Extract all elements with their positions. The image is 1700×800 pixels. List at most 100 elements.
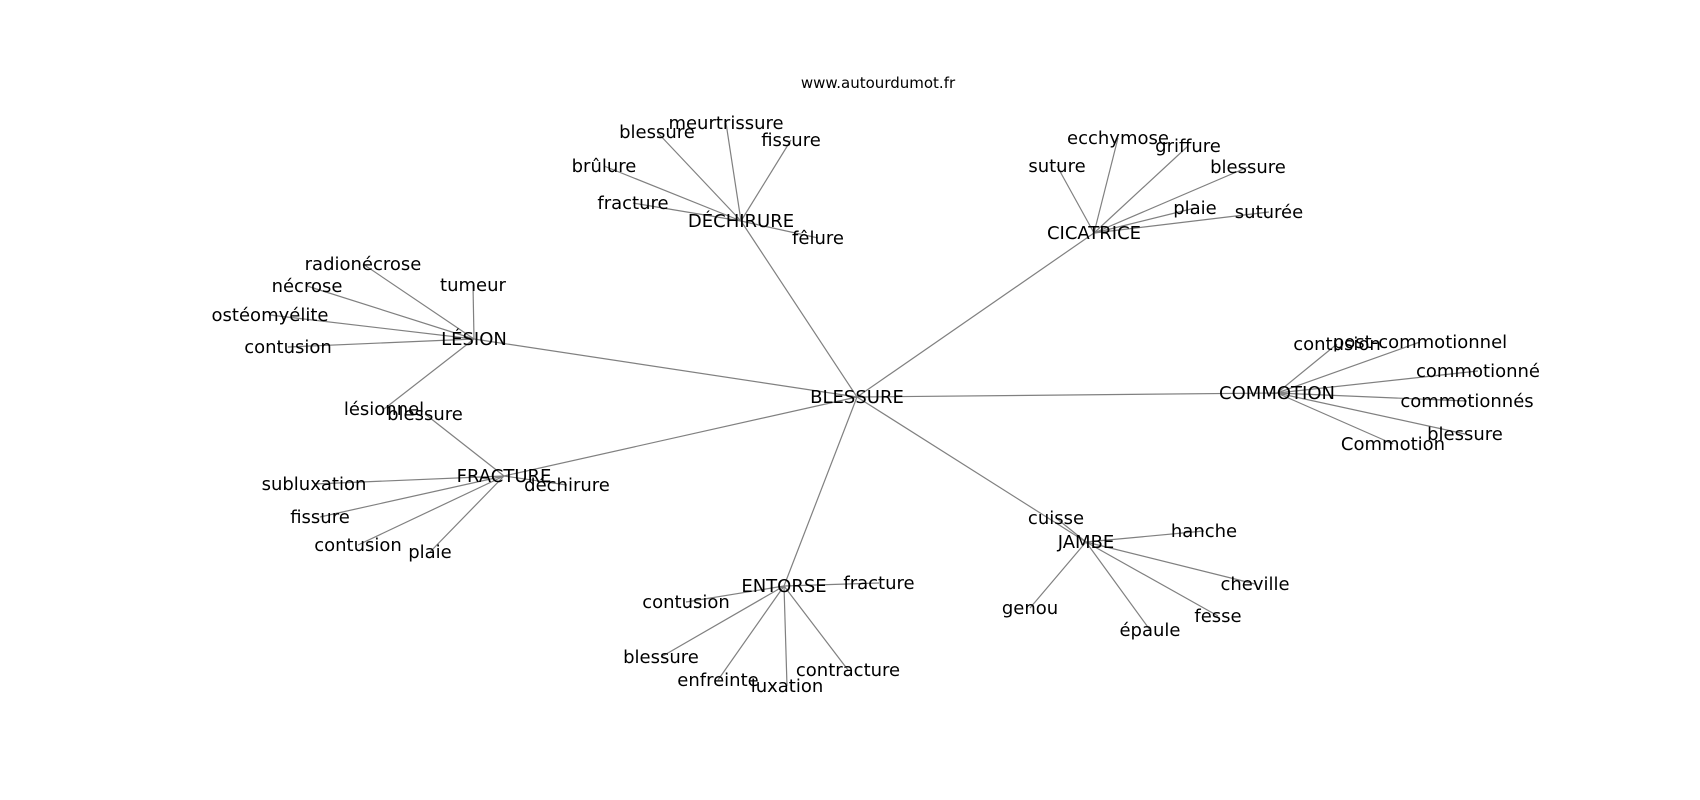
word-node: enfreinte	[677, 670, 758, 691]
hub-node: DÉCHIRURE	[688, 210, 794, 232]
edge-hub-to-word	[725, 122, 742, 222]
word-node: hanche	[1171, 521, 1237, 542]
word-node: fissure	[761, 130, 821, 151]
edge-hub-to-word	[1276, 392, 1468, 402]
edge-hub-to-word	[1029, 541, 1087, 609]
graph-edges	[269, 122, 1479, 687]
word-node: radionécrose	[305, 254, 422, 275]
word-node: nécrose	[272, 276, 343, 297]
edge-hub-to-word	[306, 285, 475, 340]
hub-node: FRACTURE	[457, 466, 552, 487]
word-node: plaie	[408, 542, 452, 563]
edge-hub-to-word	[287, 338, 475, 348]
edge-hub-to-word	[383, 338, 475, 410]
word-node: fêlure	[792, 228, 844, 249]
edge-hub-to-word	[1093, 207, 1196, 234]
edge-hub-to-word	[783, 585, 849, 671]
edge-hub-to-word	[424, 413, 505, 477]
edge-hub-to-word	[660, 585, 785, 658]
edge-hub-to-word	[1085, 541, 1256, 585]
edge-hub-to-word	[1085, 541, 1151, 631]
edge-hub-to-word	[472, 284, 475, 340]
word-node: suturée	[1235, 202, 1303, 223]
word-node: fracture	[843, 573, 914, 594]
word-node: luxation	[751, 676, 824, 697]
hub-node: COMMOTION	[1219, 383, 1335, 404]
word-node: plaie	[1173, 198, 1217, 219]
edge-hub-to-word	[1093, 145, 1189, 234]
edge-hub-to-word	[632, 202, 742, 222]
edge-center-to-hub	[473, 338, 858, 398]
word-node: ostéomyélite	[212, 305, 329, 326]
edge-hub-to-word	[1276, 341, 1421, 394]
edge-hub-to-word	[1093, 137, 1119, 234]
word-node: tumeur	[440, 275, 506, 296]
edge-hub-to-word	[656, 131, 742, 222]
edge-hub-to-word	[429, 475, 505, 553]
word-node: fissure	[290, 507, 350, 528]
word-node: suture	[1028, 156, 1085, 177]
edge-center-to-hub	[856, 232, 1095, 398]
word-node: lésionnel	[344, 399, 424, 420]
edge-center-to-hub	[856, 396, 1087, 543]
edge-hub-to-word	[319, 475, 505, 518]
edge-hub-to-word	[1056, 165, 1095, 234]
word-node: subluxation	[262, 474, 367, 495]
word-node: meurtrissure	[668, 113, 783, 134]
word-node: blessure	[619, 122, 695, 143]
hub-node: ENTORSE	[741, 576, 826, 597]
edge-hub-to-word	[1085, 541, 1219, 617]
source-url: www.autourdumot.fr	[801, 74, 956, 92]
hub-node: CICATRICE	[1047, 223, 1141, 244]
edge-center-to-hub	[856, 392, 1278, 398]
word-node: contusion	[314, 535, 402, 556]
edge-hub-to-word	[740, 139, 792, 222]
hub-node: JAMBE	[1057, 532, 1115, 553]
edge-hub-to-word	[1276, 343, 1338, 394]
edge-hub-to-word	[783, 585, 788, 687]
word-node: déchirure	[524, 475, 610, 496]
word-node: griffure	[1155, 136, 1221, 157]
word-node: genou	[1002, 598, 1058, 619]
edge-center-to-hub	[740, 220, 858, 398]
edge-hub-to-word	[1093, 211, 1270, 234]
edge-hub-to-word	[1276, 370, 1479, 394]
word-node: contusion	[244, 337, 332, 358]
edge-hub-to-word	[1085, 530, 1205, 543]
edge-hub-to-word	[717, 585, 785, 681]
edge-hub-to-word	[362, 263, 475, 340]
word-node: blessure	[1427, 424, 1503, 445]
hub-node: LÉSION	[441, 328, 507, 350]
word-node: contusion	[1293, 334, 1381, 355]
edge-hub-to-word	[269, 314, 475, 340]
word-node: fesse	[1194, 606, 1241, 627]
edge-hub-to-word	[313, 475, 505, 485]
edge-hub-to-word	[1055, 517, 1087, 543]
word-node: contracture	[796, 660, 900, 681]
edge-hub-to-word	[1276, 392, 1466, 435]
center-node: BLESSURE	[810, 387, 904, 408]
edge-hub-to-word	[603, 165, 742, 222]
edge-center-to-hub	[503, 396, 858, 477]
word-node: commotionnés	[1400, 391, 1533, 412]
word-node: blessure	[387, 404, 463, 425]
edge-hub-to-word	[740, 220, 819, 239]
word-node: contusion	[642, 592, 730, 613]
edge-hub-to-word	[783, 582, 880, 587]
word-node: post-commotionnel	[1333, 332, 1507, 353]
edge-hub-to-word	[1093, 166, 1249, 234]
word-node: épaule	[1119, 620, 1180, 641]
edge-hub-to-word	[503, 475, 568, 486]
edge-hub-to-word	[685, 585, 785, 603]
word-node: blessure	[1210, 157, 1286, 178]
edge-hub-to-word	[1276, 392, 1394, 445]
edge-center-to-hub	[783, 396, 858, 587]
word-node: blessure	[623, 647, 699, 668]
word-node: Commotion	[1341, 434, 1445, 455]
graph-labels: www.autourdumot.fr BLESSURE blessuremeur…	[212, 74, 1540, 697]
edge-hub-to-word	[357, 475, 505, 546]
word-node: fracture	[597, 193, 668, 214]
word-node: commotionné	[1416, 361, 1540, 382]
word-node: brûlure	[572, 156, 637, 177]
word-node: cuisse	[1028, 508, 1084, 529]
